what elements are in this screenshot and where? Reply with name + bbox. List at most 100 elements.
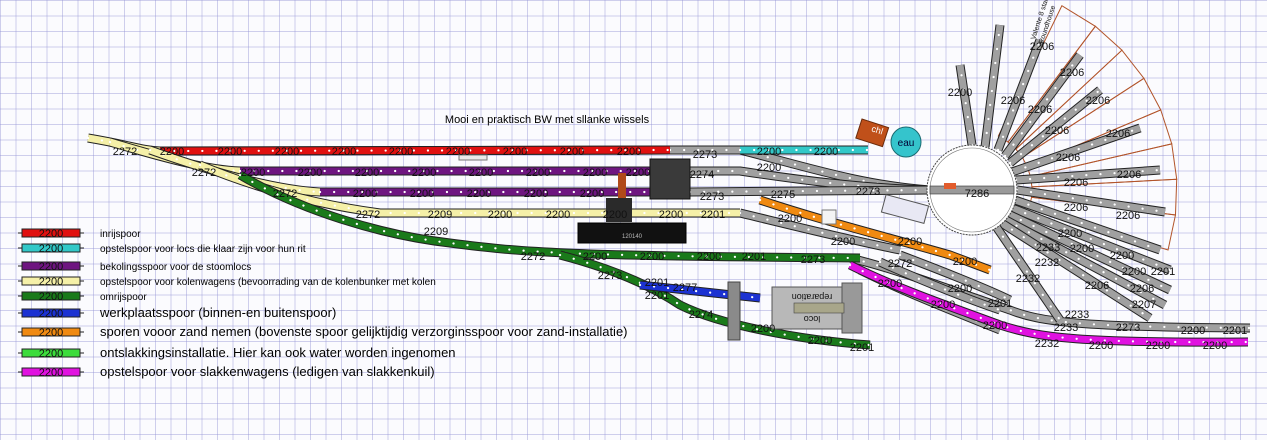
legend-description: werkplaatsspoor (binnen-en buitenspoor) <box>99 305 336 320</box>
track-label: 2206 <box>1045 125 1069 137</box>
track-label: 2200 <box>410 188 434 200</box>
legend-code: 2200 <box>39 261 63 273</box>
track-label: 2209 <box>428 209 452 221</box>
track-label: 2200 <box>808 335 832 347</box>
track-label: 2272 <box>888 258 912 270</box>
track-label: 2200 <box>953 256 977 268</box>
legend-description: sporen vooor zand nemen (bovenste spoor … <box>100 324 628 339</box>
grey-track-sleepers <box>878 260 1002 312</box>
grey-track-sleepers <box>1013 198 1162 252</box>
diagram-title: Mooi en praktisch BW met sllanke wissels <box>445 114 650 126</box>
track-label: 2200 <box>878 278 902 290</box>
turntable-bridge <box>929 185 1015 195</box>
track-label: 2200 <box>546 209 570 221</box>
track-label: 2206 <box>1106 128 1130 140</box>
track-label: 2273 <box>801 254 825 266</box>
chl-label: chl <box>870 124 884 137</box>
track-label: 2273 <box>700 191 724 203</box>
track-label: 2200 <box>332 146 356 158</box>
track-label: 2200 <box>446 146 470 158</box>
track-label: 2277 <box>673 282 697 294</box>
legend-description: inrijspoor <box>100 229 141 240</box>
track-label: 2206 <box>1086 95 1110 107</box>
track-label: 2200 <box>1089 340 1113 352</box>
grey-track <box>1015 166 1161 184</box>
track-label: 2200 <box>1146 340 1170 352</box>
track-label: 2206 <box>1130 283 1154 295</box>
legend-code: 2200 <box>39 367 63 379</box>
legend-row: 2200 inrijspoor <box>18 228 141 240</box>
track-label: 2200 <box>526 167 550 179</box>
roundhouse-stalls <box>997 5 1178 251</box>
track-label: 2206 <box>1116 210 1140 222</box>
track-label: 2232 <box>1016 273 1040 285</box>
coal-bunker: 120140 <box>577 158 691 244</box>
grey-track <box>981 24 1004 148</box>
track-label: 2273 <box>693 149 717 161</box>
track-label: 2200 <box>467 188 491 200</box>
track-label: 2274 <box>690 169 714 181</box>
track-label: 2206 <box>1064 177 1088 189</box>
track-label: 2200 <box>389 146 413 158</box>
track-label: 2201 <box>645 290 669 302</box>
track-label: 2200 <box>983 320 1007 332</box>
track-label: 2206 <box>1001 95 1025 107</box>
grey-track <box>1016 186 1166 216</box>
grey-track-sleepers <box>1010 126 1142 174</box>
track-label: 2233 <box>1065 309 1089 321</box>
magenta-slag-track <box>848 261 1249 346</box>
turntable-cabin <box>944 183 956 189</box>
grey-track <box>1002 215 1167 309</box>
track-label: 2233 <box>1054 322 1078 334</box>
track-label: 2201 <box>1151 266 1175 278</box>
track-label: 2233 <box>1036 242 1060 254</box>
track-label: 2200 <box>412 167 436 179</box>
track-label: 2200 <box>275 146 299 158</box>
track-label: 2272 <box>192 167 216 179</box>
track-label: 2200 <box>1122 266 1146 278</box>
grey-track-sleepers <box>1010 206 1172 272</box>
track-label: 2206 <box>1085 280 1109 292</box>
track-label: 2273 <box>856 186 880 198</box>
legend-code: 2200 <box>39 308 63 320</box>
legend-code: 2200 <box>39 348 63 360</box>
track-label: 2200 <box>1110 250 1134 262</box>
track-label: 2200 <box>1203 340 1227 352</box>
track-label: 2200 <box>355 167 379 179</box>
legend-description: omrijspoor <box>100 292 147 303</box>
orange-sand-track-sleepers <box>758 198 992 272</box>
track-label: 2274 <box>689 309 713 321</box>
track-label: 2200 <box>160 146 184 158</box>
cream-entry-track-sleepers <box>86 136 672 153</box>
red-inrij-track-sleepers <box>158 148 672 153</box>
grey-track <box>689 186 931 196</box>
track-label: 2200 <box>757 146 781 158</box>
track-label: 7286 <box>965 188 989 200</box>
small-sign-1 <box>458 154 930 225</box>
track-label: 2201 <box>850 342 874 354</box>
track-label: 2200 <box>659 209 683 221</box>
track-label: 2200 <box>353 188 377 200</box>
track-label: 2232 <box>1035 338 1059 350</box>
track-label: 2275 <box>771 189 795 201</box>
track-label: 2200 <box>580 188 604 200</box>
track-label: 2200 <box>241 167 265 179</box>
track-label: 2200 <box>469 167 493 179</box>
legend-code: 2200 <box>39 228 63 240</box>
track-label: 2206 <box>1056 152 1080 164</box>
track-label: 2273 <box>598 270 622 282</box>
track-label: 2200 <box>1070 243 1094 255</box>
track-label: 2200 <box>948 87 972 99</box>
track-label: 2206 <box>1117 169 1141 181</box>
track-label: 2201 <box>1223 325 1247 337</box>
track-label: 2206 <box>1028 104 1052 116</box>
track-label: 2200 <box>931 299 955 311</box>
track-label: 2272 <box>521 251 545 263</box>
track-label: 2200 <box>898 236 922 248</box>
